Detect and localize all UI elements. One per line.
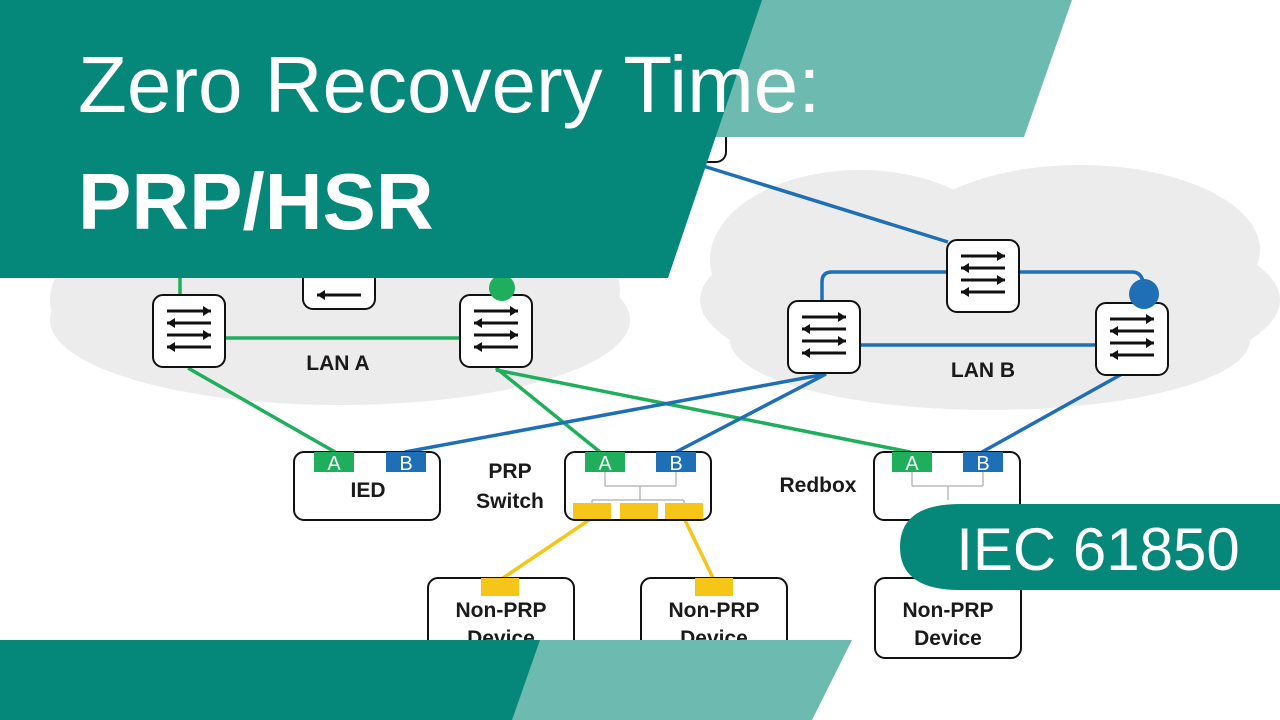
svg-text:B: B <box>399 453 412 475</box>
lan-a-switch-left <box>152 294 226 368</box>
ied-port-b <box>386 452 426 472</box>
footer-band <box>0 640 540 720</box>
ied-port-a <box>314 452 354 472</box>
lan-b-status-dot <box>1129 279 1159 309</box>
redbox-port-b <box>963 452 1003 472</box>
non-prp-device-3: Non-PRP Device <box>874 577 1022 659</box>
svg-text:B: B <box>669 453 682 475</box>
svg-text:Non-PRP: Non-PRP <box>903 599 994 622</box>
lan-b-links <box>404 163 1146 454</box>
lan-a-links <box>178 275 911 454</box>
prp-switch-port-1 <box>573 503 611 519</box>
prp-switch-port-a <box>585 452 625 472</box>
title-banner <box>0 0 762 278</box>
iec-badge <box>900 504 1280 590</box>
svg-text:Non-PRP: Non-PRP <box>456 599 547 622</box>
lan-a-status-dot <box>489 275 515 301</box>
lan-a-switch-right <box>459 294 533 368</box>
svg-text:B: B <box>976 453 989 475</box>
iec-badge-label: IEC 61850 <box>956 516 1240 583</box>
title-line-1: Zero Recovery Time: <box>78 40 820 129</box>
title-line-2: PRP/HSR <box>78 157 434 246</box>
lan-a-label: LAN A <box>306 352 369 375</box>
svg-text:A: A <box>905 453 919 475</box>
redbox-label: Redbox <box>779 474 856 497</box>
redbox-port-a <box>892 452 932 472</box>
prp-switch-port-2 <box>620 503 658 519</box>
svg-text:A: A <box>327 453 341 475</box>
prp-switch-port-3 <box>665 503 703 519</box>
footer-accent <box>500 640 852 720</box>
non-prp-links <box>499 516 716 582</box>
prp-switch-label-2: Switch <box>476 490 544 513</box>
lan-b-switch-right <box>1095 302 1169 376</box>
prp-switch-device: A B <box>564 451 712 521</box>
redbox-device: A B <box>873 451 1021 521</box>
non-prp-device-2: Non-PRP Device <box>640 577 788 659</box>
svg-text:Device: Device <box>914 627 982 650</box>
ied-label: IED <box>350 479 385 502</box>
ied-device: A B IED <box>293 451 441 521</box>
svg-text:Non-PRP: Non-PRP <box>669 599 760 622</box>
lan-b-label: LAN B <box>951 359 1015 382</box>
lan-b-switch-left <box>787 300 861 374</box>
prp-switch-port-b <box>656 452 696 472</box>
svg-text:A: A <box>598 453 612 475</box>
prp-switch-label-1: PRP <box>488 460 531 483</box>
lan-b-switch-top <box>946 239 1020 313</box>
